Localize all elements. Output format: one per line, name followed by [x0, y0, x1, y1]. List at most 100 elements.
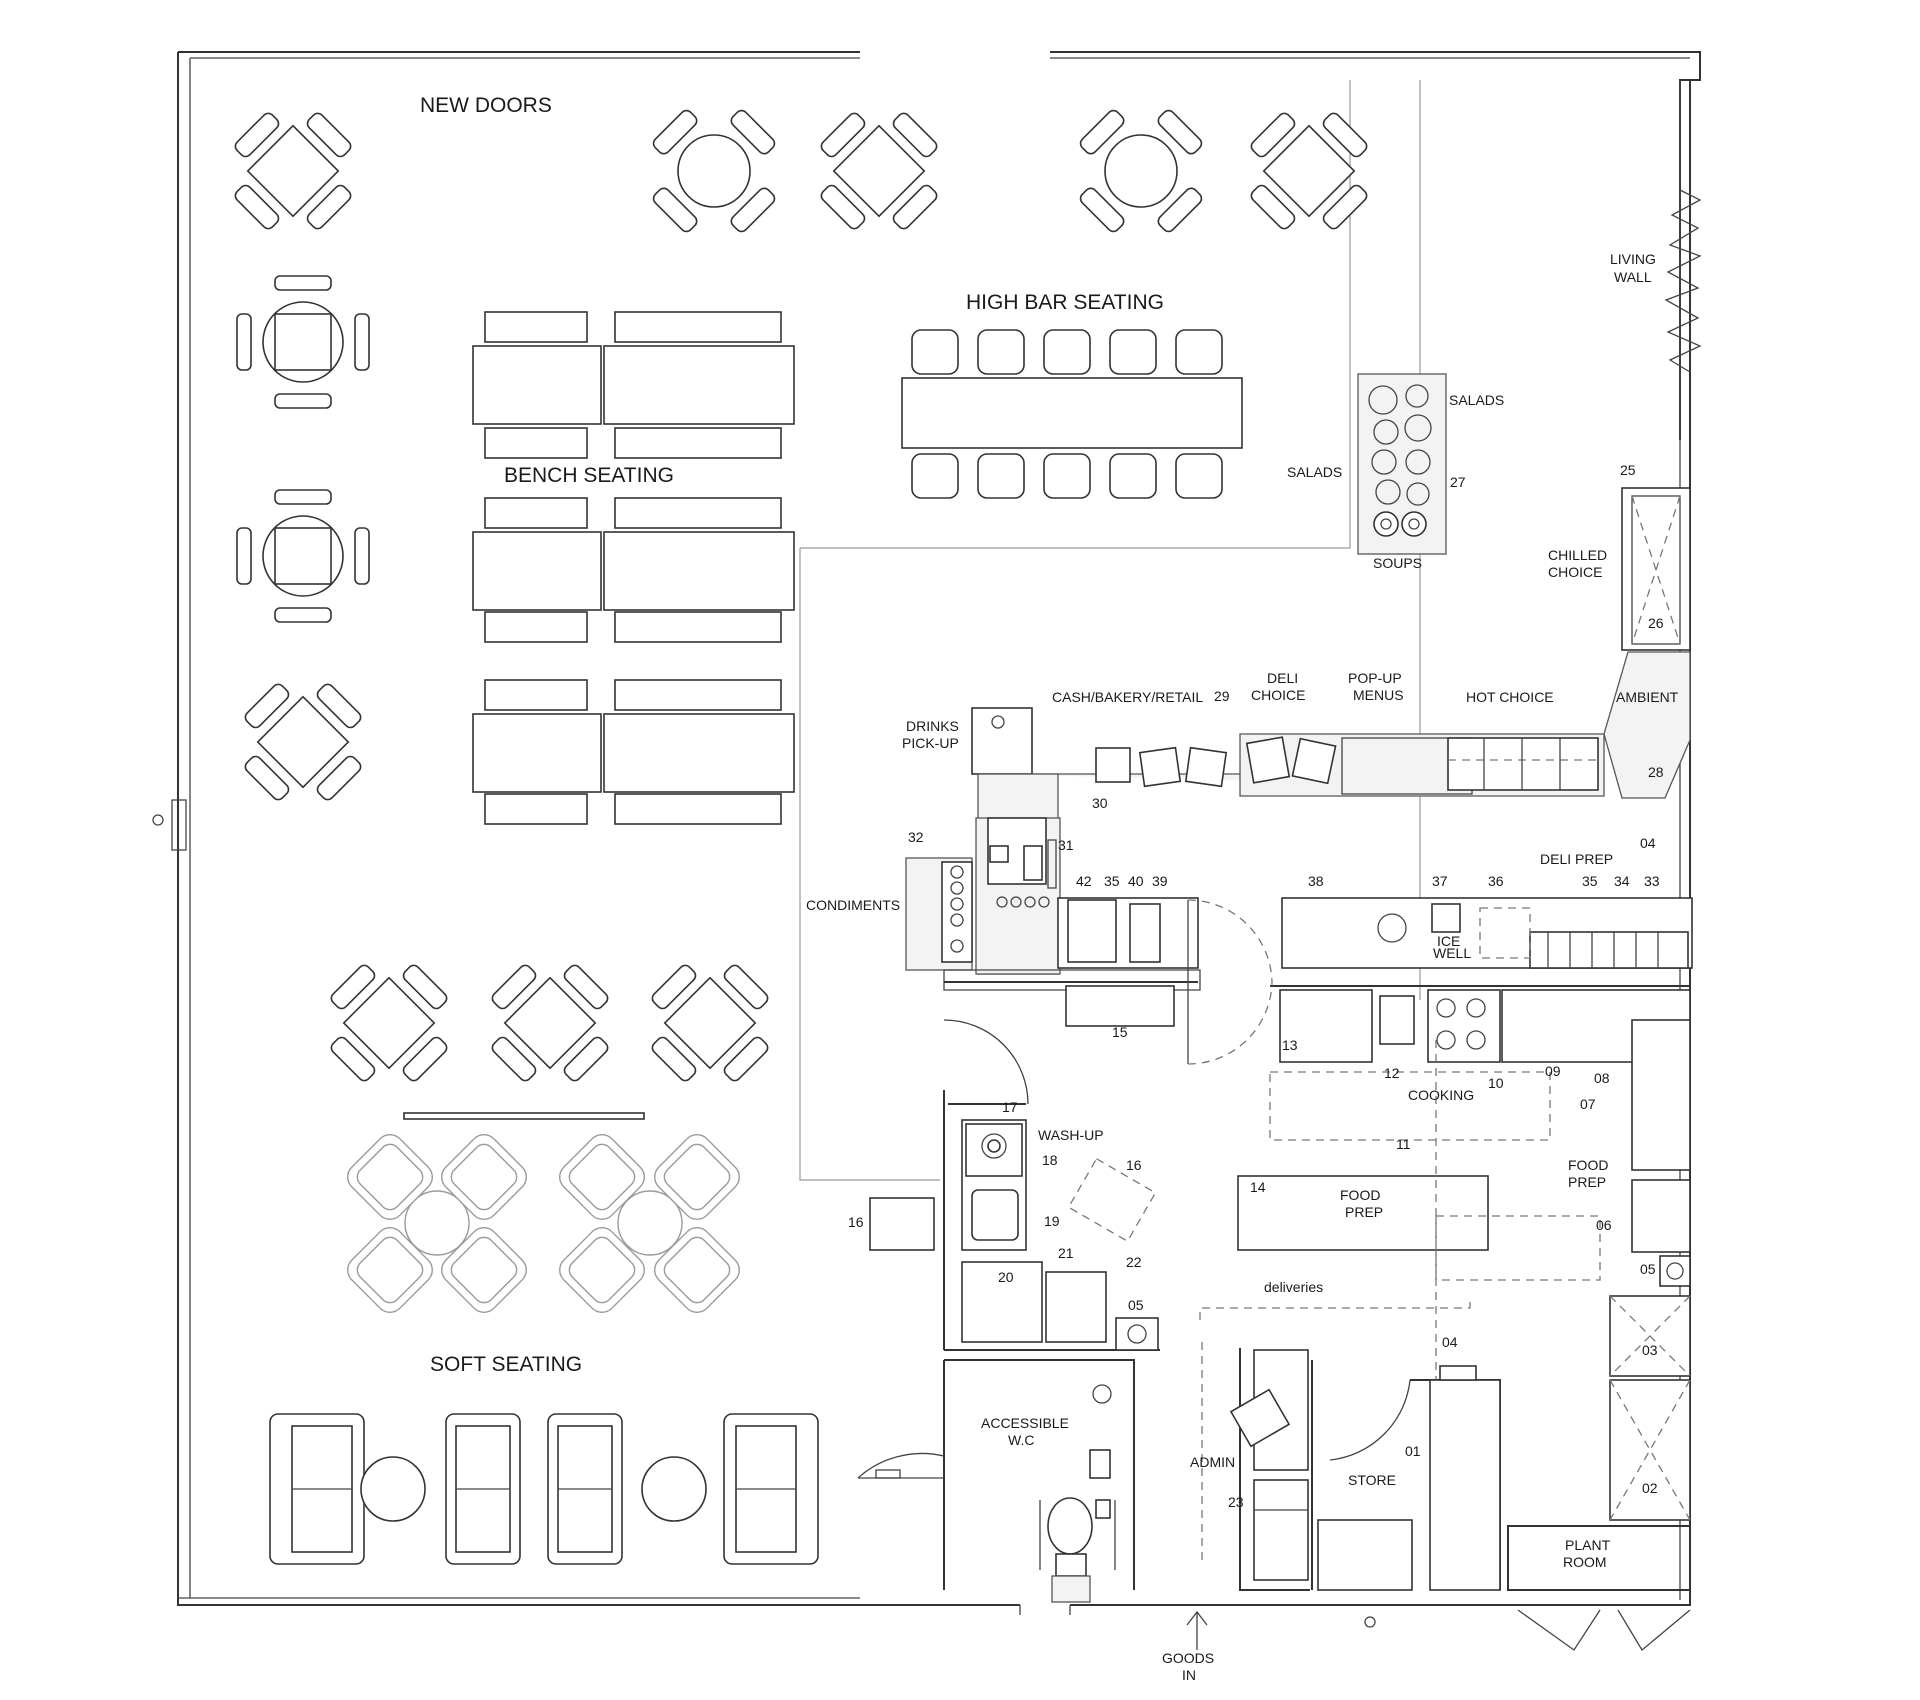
label-deli-choice-2: CHOICE: [1251, 687, 1305, 703]
soft-armchairs: [347, 1134, 740, 1313]
num-10: 10: [1488, 1075, 1504, 1091]
num-16b: 16: [848, 1214, 864, 1230]
label-drinks-pickup-1: DRINKS: [906, 718, 959, 734]
label-food-prep-right-1: FOOD: [1568, 1157, 1608, 1173]
num-25: 25: [1620, 462, 1636, 478]
num-26: 26: [1648, 615, 1664, 631]
num-02: 02: [1642, 1480, 1658, 1496]
num-16a: 16: [1126, 1157, 1142, 1173]
label-new-doors: NEW DOORS: [420, 94, 552, 117]
num-32: 32: [908, 829, 924, 845]
num-28: 28: [1648, 764, 1664, 780]
num-40: 40: [1128, 873, 1144, 889]
label-goods-in-1: GOODS: [1162, 1650, 1214, 1666]
label-living-wall-1: LIVING: [1610, 251, 1656, 267]
label-popup-menus-2: MENUS: [1353, 687, 1404, 703]
num-27: 27: [1450, 474, 1466, 490]
back-of-house: [1186, 1296, 1691, 1651]
label-accessible-wc-2: W.C: [1008, 1432, 1034, 1448]
label-food-prep-right-2: PREP: [1568, 1174, 1606, 1190]
label-salads-right: SALADS: [1449, 392, 1504, 408]
label-admin: ADMIN: [1190, 1454, 1235, 1470]
label-deliveries: deliveries: [1264, 1279, 1323, 1295]
label-food-prep-center-1: FOOD: [1340, 1187, 1380, 1203]
label-popup-menus-1: POP-UP: [1348, 670, 1402, 686]
seating-tables-left: [236, 275, 370, 801]
label-deli-choice-1: DELI: [1267, 670, 1298, 686]
num-08: 08: [1594, 1070, 1610, 1086]
num-39: 39: [1152, 873, 1168, 889]
label-wash-up: WASH-UP: [1038, 1127, 1104, 1143]
sofas: [269, 1413, 819, 1565]
num-04b: 04: [1442, 1334, 1458, 1350]
num-05a: 05: [1128, 1297, 1144, 1313]
label-goods-in-2: IN: [1182, 1667, 1196, 1683]
num-35b: 35: [1104, 873, 1120, 889]
label-deli-prep: DELI PREP: [1540, 851, 1613, 867]
num-14: 14: [1250, 1179, 1266, 1195]
num-35a: 35: [1582, 873, 1598, 889]
num-21: 21: [1058, 1245, 1074, 1261]
label-soft-seating: SOFT SEATING: [430, 1353, 582, 1376]
kitchen-counters: [943, 897, 1693, 1521]
num-36: 36: [1488, 873, 1504, 889]
label-hot-choice: HOT CHOICE: [1466, 689, 1554, 705]
food-prep-center: [1237, 1040, 1601, 1590]
num-31: 31: [1058, 837, 1074, 853]
bench-seating: [472, 311, 795, 825]
num-22: 22: [1126, 1254, 1142, 1270]
num-33: 33: [1644, 873, 1660, 889]
chilled-choice-unit: [1603, 487, 1691, 799]
label-high-bar-seating: HIGH BAR SEATING: [966, 291, 1164, 314]
num-34: 34: [1614, 873, 1630, 889]
label-chilled-choice-2: CHOICE: [1548, 564, 1602, 580]
num-38: 38: [1308, 873, 1324, 889]
num-09: 09: [1545, 1063, 1561, 1079]
num-42: 42: [1076, 873, 1092, 889]
num-37: 37: [1432, 873, 1448, 889]
num-19: 19: [1044, 1213, 1060, 1229]
salad-island: [1357, 373, 1447, 555]
num-07: 07: [1580, 1096, 1596, 1112]
accessible-wc-area: [857, 1359, 1135, 1603]
label-living-wall-2: WALL: [1614, 269, 1652, 285]
seating-tables-top: [234, 109, 1368, 233]
zone-labels: NEW DOORS HIGH BAR SEATING BENCH SEATING…: [420, 94, 1679, 1683]
num-11: 11: [1396, 1136, 1411, 1152]
seating-tables-lower: [330, 964, 769, 1120]
living-wall: [1664, 189, 1702, 373]
label-accessible-wc-1: ACCESSIBLE: [981, 1415, 1069, 1431]
label-cooking: COOKING: [1408, 1087, 1474, 1103]
label-plant-room-2: ROOM: [1563, 1554, 1607, 1570]
num-01: 01: [1405, 1443, 1421, 1459]
drinks-station: [975, 817, 1061, 975]
num-15: 15: [1112, 1024, 1128, 1040]
label-ice-well-1: ICE: [1437, 933, 1460, 949]
label-chilled-choice-1: CHILLED: [1548, 547, 1607, 563]
equipment-numbers: 01 02 03 04 04 05 05 06 07 08 09 10 11 1…: [848, 462, 1664, 1510]
label-bench-seating: BENCH SEATING: [504, 464, 674, 487]
num-18: 18: [1042, 1152, 1058, 1168]
label-soups: SOUPS: [1373, 555, 1422, 571]
label-condiments: CONDIMENTS: [806, 897, 900, 913]
label-food-prep-center-2: PREP: [1345, 1204, 1383, 1220]
num-04a: 04: [1640, 835, 1656, 851]
num-29: 29: [1214, 688, 1230, 704]
label-salads-left: SALADS: [1287, 464, 1342, 480]
label-store: STORE: [1348, 1472, 1396, 1488]
num-06: 06: [1596, 1217, 1612, 1233]
kitchen-door: [943, 899, 1273, 1105]
num-05b: 05: [1640, 1261, 1656, 1277]
label-ice-well-2: WELL: [1433, 945, 1471, 961]
label-plant-room-1: PLANT: [1565, 1537, 1611, 1553]
num-12: 12: [1384, 1065, 1400, 1081]
condiments-station: [905, 857, 973, 971]
num-13: 13: [1282, 1037, 1298, 1053]
label-ambient: AMBIENT: [1616, 689, 1679, 705]
high-bar: [901, 329, 1243, 499]
num-23: 23: [1228, 1494, 1244, 1510]
num-20: 20: [998, 1269, 1014, 1285]
label-cash-bakery-retail: CASH/BAKERY/RETAIL: [1052, 689, 1203, 705]
wash-up-area: [869, 1090, 1160, 1351]
